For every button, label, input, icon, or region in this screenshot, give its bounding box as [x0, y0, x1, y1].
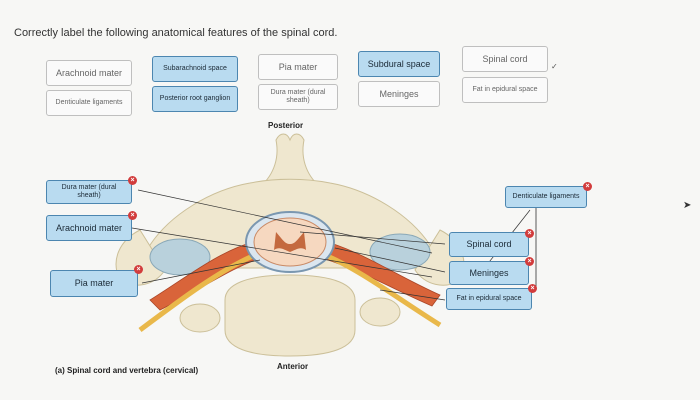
placed-label-dura-mater[interactable]: Dura mater (dural sheath) — [46, 180, 132, 204]
small-marker-icon: ✓ — [551, 62, 558, 71]
bank-label-spinal-cord[interactable]: Spinal cord — [462, 46, 548, 72]
remove-arachnoid-icon[interactable]: × — [128, 211, 137, 220]
question-text: Correctly label the following anatomical… — [14, 27, 338, 39]
remove-denticulate-icon[interactable]: × — [583, 182, 592, 191]
placed-label-pia-mater[interactable]: Pia mater — [50, 270, 138, 297]
anterior-label: Anterior — [277, 362, 309, 371]
remove-dura-icon[interactable]: × — [128, 176, 137, 185]
remove-fat-icon[interactable]: × — [528, 284, 537, 293]
placed-label-spinal-cord[interactable]: Spinal cord — [449, 232, 529, 257]
remove-spinal-cord-icon[interactable]: × — [525, 229, 534, 238]
bank-label-subdural-space[interactable]: Subdural space — [358, 51, 440, 77]
bank-label-dura-mater[interactable]: Dura mater (dural sheath) — [258, 84, 338, 110]
placed-label-meninges[interactable]: Meninges — [449, 261, 529, 285]
bank-label-arachnoid-mater[interactable]: Arachnoid mater — [46, 60, 132, 86]
bank-label-denticulate-ligaments[interactable]: Denticulate ligaments — [46, 90, 132, 116]
placed-label-arachnoid-mater[interactable]: Arachnoid mater — [46, 215, 132, 241]
posterior-label: Posterior — [268, 121, 304, 130]
bank-label-pia-mater[interactable]: Pia mater — [258, 54, 338, 80]
bank-label-subarachnoid-space[interactable]: Subarachnoid space — [152, 56, 238, 82]
placed-label-fat-epidural[interactable]: Fat in epidural space — [446, 288, 532, 310]
remove-pia-icon[interactable]: × — [134, 265, 143, 274]
bank-label-posterior-root-ganglion[interactable]: Posterior root ganglion — [152, 86, 238, 112]
bank-label-meninges[interactable]: Meninges — [358, 81, 440, 107]
mouse-cursor-icon: ➤ — [683, 200, 692, 211]
placed-label-denticulate-ligaments[interactable]: Denticulate ligaments — [505, 186, 587, 208]
figure-caption: (a) Spinal cord and vertebra (cervical) — [55, 366, 199, 375]
bank-label-fat-in-epidural-space[interactable]: Fat in epidural space — [462, 77, 548, 103]
remove-meninges-icon[interactable]: × — [525, 257, 534, 266]
